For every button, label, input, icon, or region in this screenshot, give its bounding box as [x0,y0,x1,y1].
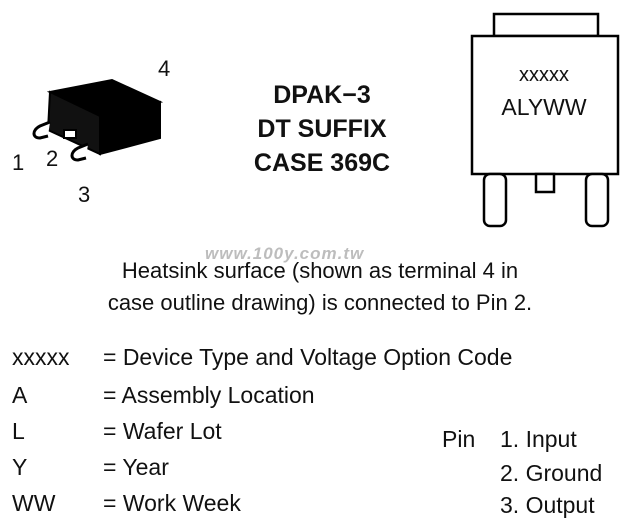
dpak-package-illustration [32,78,164,162]
marking-line-device: xxxxx [519,64,569,86]
watermark: www.100y.com.tw [205,244,365,263]
pin-assignment-item: 3. Output [500,492,595,518]
pin-assignment-title: Pin [442,426,476,452]
legend-description: = Wafer Lot [103,418,222,444]
pin-assignment-item: 1. Input [500,426,577,452]
terminal-3-label: 3 [78,182,91,207]
terminal-4-label: 4 [158,56,171,81]
terminal-2-label: 2 [46,146,59,171]
marking-diagram [470,12,620,228]
pin-assignment-item: 2. Ground [500,460,603,486]
legend-code: Y [12,454,28,480]
note-line-1: Heatsink surface (shown as terminal 4 in [121,258,519,283]
legend-code: xxxxx [12,344,70,370]
legend-description: = Year [103,454,169,480]
legend-code: WW [12,490,56,516]
legend-description: = Device Type and Voltage Option Code [103,344,513,370]
case-suffix: DT SUFFIX [257,115,387,143]
case-package-name: DPAK−3 [273,81,371,109]
legend-code: L [12,418,25,444]
note-line-2: case outline drawing) is connected to Pi… [107,290,533,315]
legend-description: = Work Week [103,490,241,516]
terminal-1-label: 1 [12,150,25,175]
marking-line-code: ALYWW [501,94,587,120]
case-number: CASE 369C [253,149,391,177]
legend-description: = Assembly Location [103,382,315,408]
legend-code: A [12,382,28,408]
